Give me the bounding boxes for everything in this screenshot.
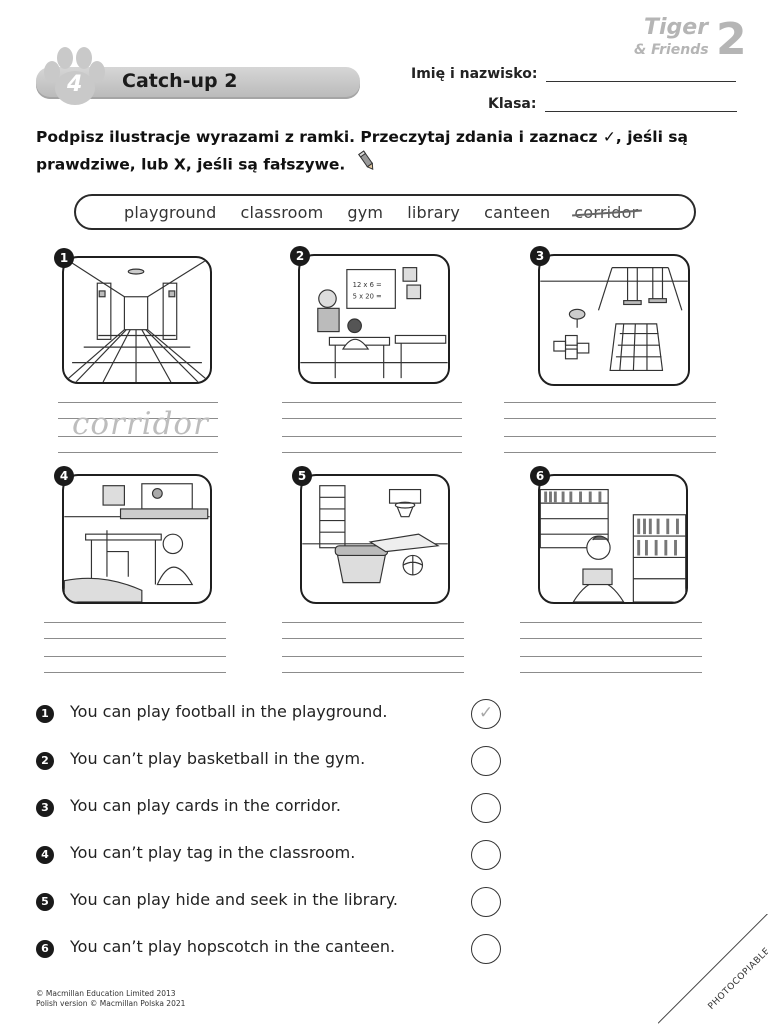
picture-number: 4 [54,466,74,486]
photocopiable-label: PHOTOCOPIABLE [706,946,768,1012]
picture-number: 3 [530,246,550,266]
statement-4: 4 You can’t play tag in the classroom. [36,840,516,871]
statement-text: You can play cards in the corridor. [70,796,341,815]
word-library: library [407,202,461,222]
logo-number: 2 [716,14,747,65]
statement-number: 3 [36,799,54,817]
answer-lines-4[interactable] [44,622,226,674]
picture-number: 6 [530,466,550,486]
word-corridor-crossed: corridor [574,202,639,222]
board-line2: 5 x 20 = [353,293,382,301]
picture-classroom: 12 x 6 = 5 x 20 = 2 [290,246,450,384]
statement-text: You can play football in the playground. [70,702,388,721]
name-label: Imię i nazwisko: [411,66,538,82]
statement-1: 1 You can play football in the playgroun… [36,699,516,730]
statement-5: 5 You can play hide and seek in the libr… [36,887,516,918]
answer-lines-6[interactable] [520,622,702,674]
class-label: Klasa: [488,96,537,112]
classroom-illustration: 12 x 6 = 5 x 20 = [300,267,448,379]
picture-corridor: 1 [54,248,212,384]
copyright-line1: © Macmillan Education Limited 2013 [36,989,176,998]
statement-text: You can’t play hopscotch in the canteen. [70,937,396,956]
library-illustration [540,488,686,602]
word-canteen: canteen [484,202,551,222]
statement-number: 4 [36,846,54,864]
answer-corridor: corridor [72,406,209,442]
copyright-line2: Polish version © Macmillan Polska 2021 [36,999,186,1008]
gym-illustration [302,485,448,584]
word-box: playground classroom gym library canteen… [74,194,696,230]
statement-3: 3 You can play cards in the corridor. [36,793,516,824]
answer-circle[interactable] [471,887,501,917]
statement-text: You can’t play basketball in the gym. [70,749,366,768]
word-gym: gym [347,202,384,222]
answer-lines-2[interactable] [282,402,462,454]
instruction-text: Podpisz ilustracje wyrazami z ramki. Prz… [36,128,688,174]
picture-number: 2 [290,246,310,266]
corridor-illustration [64,258,210,382]
answer-circle[interactable] [471,746,501,776]
logo-line1: Tiger [644,15,709,40]
answer-circle[interactable] [471,934,501,964]
answer-circle[interactable] [471,840,501,870]
statement-number: 5 [36,893,54,911]
word-playground: playground [124,202,217,222]
pencil-icon [357,150,377,180]
copyright-footer: © Macmillan Education Limited 2013 Polis… [36,989,185,1009]
name-line[interactable] [546,68,737,82]
statement-number: 1 [36,705,54,723]
board-line1: 12 x 6 = [353,281,382,289]
playground-illustration [540,267,688,372]
picture-playground: 3 [530,246,690,386]
statement-text: You can play hide and seek in the librar… [70,890,398,909]
instruction: Podpisz ilustracje wyrazami z ramki. Prz… [36,124,696,180]
unit-number: 4 [67,72,83,97]
name-field[interactable]: Imię i nazwisko: [411,66,737,82]
statement-6: 6 You can’t play hopscotch in the cantee… [36,934,516,965]
class-line[interactable] [545,98,738,112]
logo-line2: & Friends [634,42,709,58]
statement-text: You can’t play tag in the classroom. [70,843,356,862]
picture-number: 1 [54,248,74,268]
answer-circle-check[interactable]: ✓ [471,699,501,729]
tiger-and-friends-logo: Tiger & Friends 2 [622,14,748,66]
photocopiable-corner: PHOTOCOPIABLE [658,914,768,1024]
word-classroom: classroom [240,202,324,222]
answer-lines-1[interactable]: corridor [58,402,218,454]
statement-number: 6 [36,940,54,958]
picture-library: 6 [530,466,688,604]
picture-gym: 5 [292,466,450,604]
paw-icon: 4 [40,44,110,108]
statement-2: 2 You can’t play basketball in the gym. [36,746,516,777]
answer-lines-3[interactable] [504,402,716,454]
answer-lines-5[interactable] [282,622,464,674]
class-field[interactable]: Klasa: [488,96,738,112]
page-title: Catch-up 2 [122,70,238,92]
picture-number: 5 [292,466,312,486]
answer-circle[interactable] [471,793,501,823]
picture-canteen: 4 [54,466,212,604]
canteen-illustration [64,483,210,602]
statement-number: 2 [36,752,54,770]
